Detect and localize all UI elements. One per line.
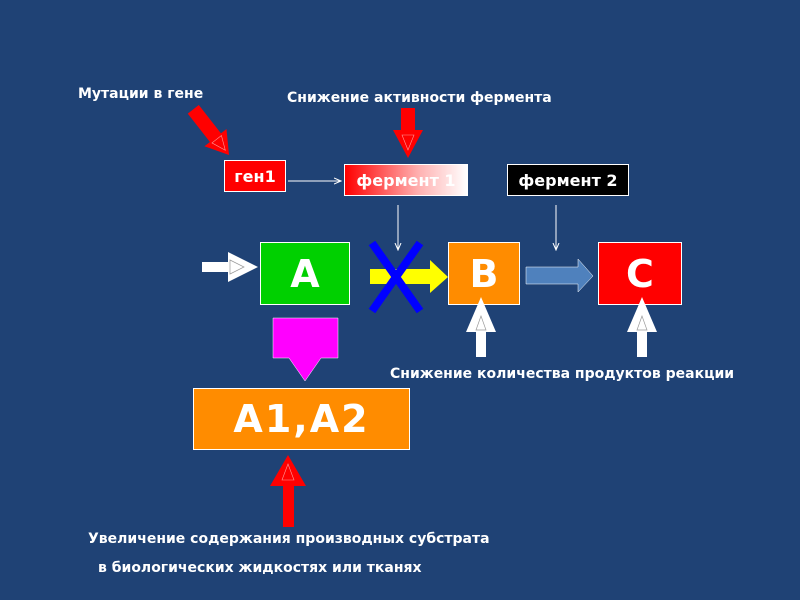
mutation-red-arrow <box>187 104 229 155</box>
product-c-box: C <box>598 242 682 305</box>
c-up-arrow <box>627 297 657 357</box>
increase-label-line1: Увеличение содержания производных субстр… <box>88 531 490 547</box>
b-up-arrow <box>466 297 496 357</box>
block-cross <box>368 240 424 314</box>
enzyme-activity-label: Снижение активности фермента <box>287 90 552 106</box>
derivatives-box: A1,A2 <box>193 388 410 450</box>
blue-arrow <box>525 258 594 293</box>
mutation-label: Мутации в гене <box>78 86 204 102</box>
enzyme-red-arrow <box>393 108 423 158</box>
enzyme1-box: фермент 1 <box>344 164 468 196</box>
magenta-arrow <box>272 317 339 382</box>
gene-box: ген1 <box>224 160 286 192</box>
enzyme2-box: фермент 2 <box>507 164 629 196</box>
yellow-arrow <box>370 260 448 293</box>
increase-label-line2: в биологических жидкостях или тканях <box>98 560 422 576</box>
product-b-box: B <box>448 242 520 305</box>
products-decrease-label: Снижение количества продуктов реакции <box>390 366 735 382</box>
input-white-arrow <box>202 252 258 282</box>
substrate-a-box: A <box>260 242 350 305</box>
increase-red-arrow <box>270 455 306 527</box>
